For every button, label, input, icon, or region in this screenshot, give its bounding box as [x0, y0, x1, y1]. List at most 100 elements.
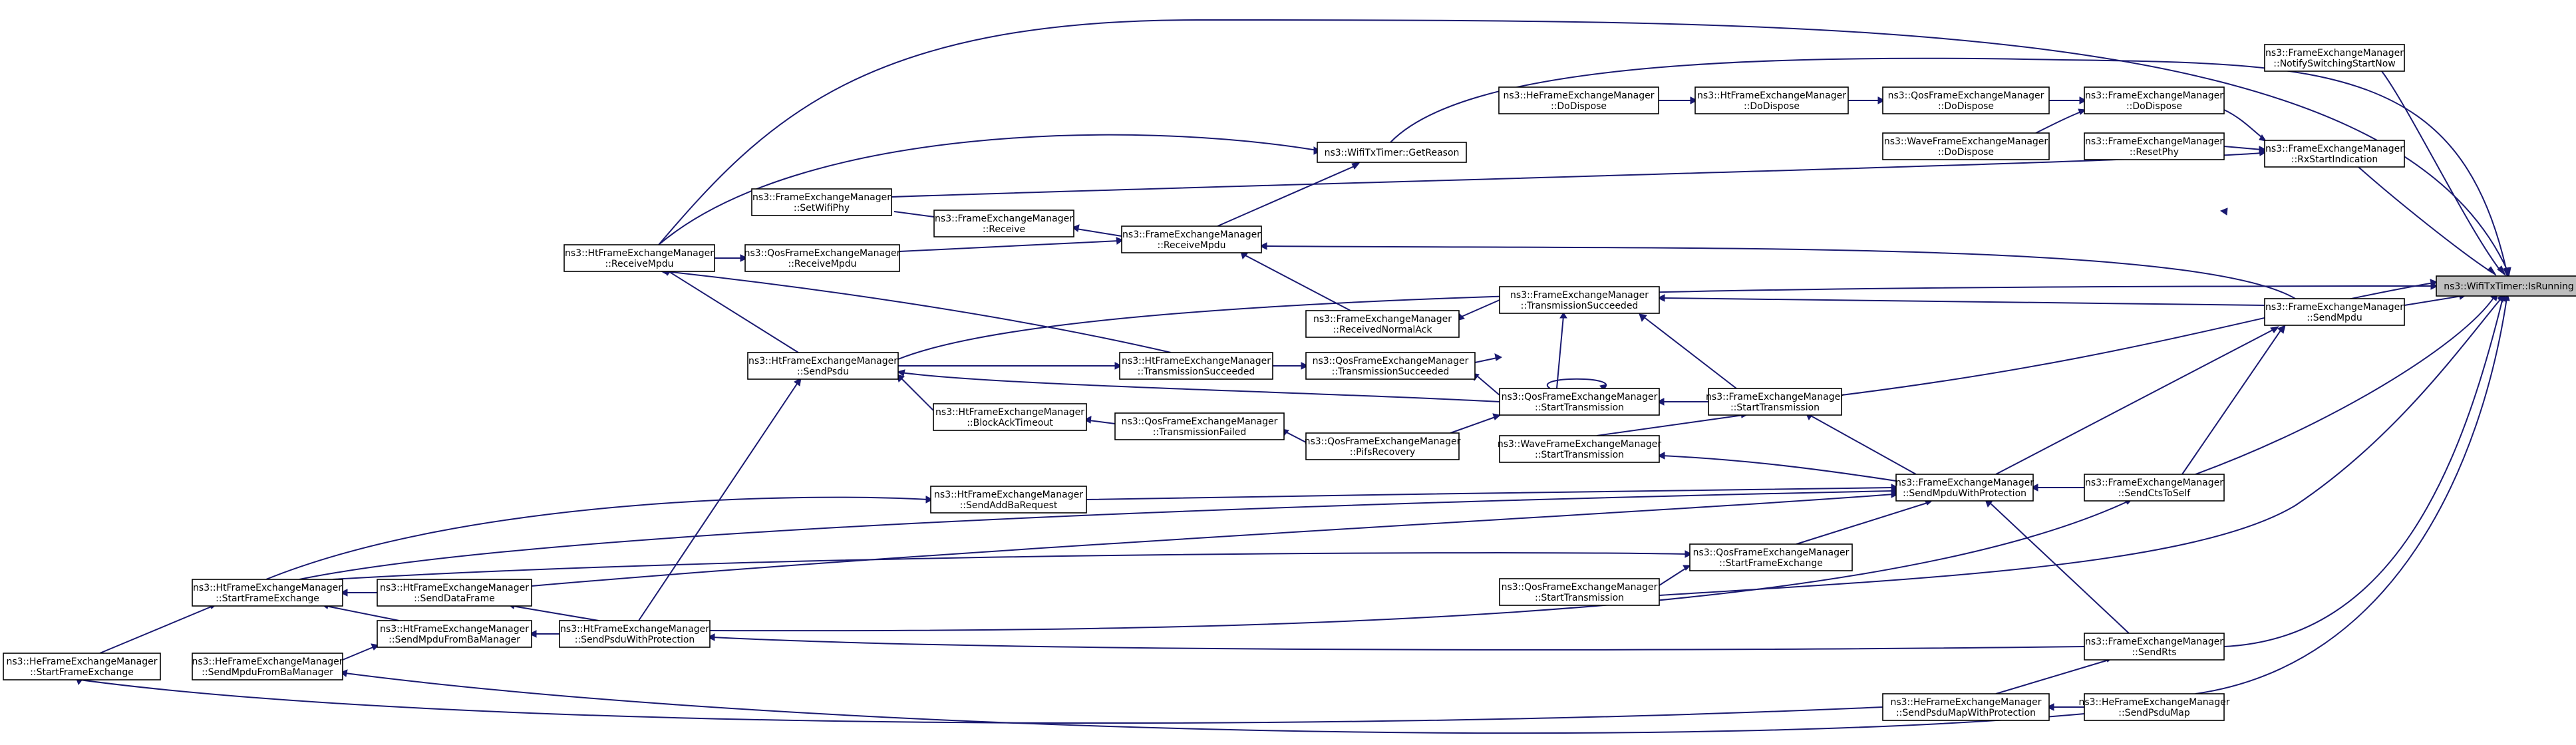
edge-he_sendpsdumap-to-he_sendmpdufromba: [339, 669, 2085, 734]
edge-line: [709, 500, 2130, 632]
node-fem-receive[interactable]: ns3::FrameExchangeManager::Receive: [933, 210, 1074, 237]
node-qos-txsucc[interactable]: ns3::QosFrameExchangeManager::Transmissi…: [1305, 352, 1476, 380]
node-qos-dodispose[interactable]: ns3::QosFrameExchangeManager::DoDispose: [1882, 86, 2050, 114]
node-qos-pifs[interactable]: ns3::QosFrameExchangeManager::PifsRecove…: [1305, 432, 1461, 460]
node-ht-sendpsduprot[interactable]: ns3::HtFrameExchangeManager::SendPsduWit…: [559, 620, 711, 648]
node-ht-receivempdu[interactable]: ns3::HtFrameExchangeManager::ReceiveMpdu: [564, 244, 715, 272]
node-box: [933, 403, 1087, 431]
node-fem-sendrts[interactable]: ns3::FrameExchangeManager::SendRts: [2084, 633, 2225, 661]
edge-ht_sendpsduprot-to-fem_sendcts: [709, 498, 2134, 632]
edge-line: [512, 605, 599, 621]
node-ht-txsucc[interactable]: ns3::HtFrameExchangeManager::Transmissio…: [1119, 352, 1273, 380]
node-box: [1499, 388, 1660, 416]
node-box: [2264, 298, 2405, 326]
node-ht-dodispose[interactable]: ns3::HtFrameExchangeManager::DoDispose: [1694, 86, 1849, 114]
node-ht-sendaddba[interactable]: ns3::HtFrameExchangeManager::SendAddBaRe…: [930, 486, 1087, 514]
node-box: [2264, 140, 2405, 168]
edge-line: [265, 496, 929, 580]
node-label-line: ns3::HtFrameExchangeManager: [380, 624, 529, 635]
arrowhead-icon: [2030, 484, 2038, 492]
arrowhead-icon: [1657, 452, 1665, 460]
node-wave-starttx[interactable]: ns3::WaveFrameExchangeManager::StartTran…: [1498, 435, 1662, 463]
node-qos-receivempdu[interactable]: ns3::QosFrameExchangeManager::ReceiveMpd…: [744, 244, 901, 272]
node-label-line: ns3::HtFrameExchangeManager: [1697, 90, 1846, 101]
arrowhead-icon: [339, 589, 348, 597]
arrowhead-icon: [1656, 398, 1665, 406]
edge-line: [899, 240, 1120, 252]
node-he-sendpsdumapprot[interactable]: ns3::HeFrameExchangeManager::SendPsduMap…: [1882, 693, 2050, 721]
node-label-line: ::SendPsduWithProtection: [575, 635, 695, 645]
node-label-line: ::SendCtsToSelf: [2118, 488, 2191, 499]
node-qos-starttx2[interactable]: ns3::QosFrameExchangeManager::StartTrans…: [1499, 578, 1660, 606]
arrowhead-icon: [2430, 279, 2438, 287]
node-ht-senddata[interactable]: ns3::HtFrameExchangeManager::SendDataFra…: [377, 579, 532, 607]
node-fem-sendmpdu[interactable]: ns3::FrameExchangeManager::SendMpdu: [2264, 298, 2405, 326]
edge-ht_startframe-to-fem_sendmpduprot: [299, 487, 1899, 580]
edge-he_sendpsdumapprot-to-he_startframe: [75, 676, 1883, 724]
node-fem-txsucc[interactable]: ns3::FrameExchangeManager::TransmissionS…: [1499, 286, 1660, 314]
node-fem-setwifiphy[interactable]: ns3::FrameExchangeManager::SetWifiPhy: [751, 188, 892, 216]
node-wave-dodispose[interactable]: ns3::WaveFrameExchangeManager::DoDispose: [1882, 132, 2050, 160]
node-fem-rxstart[interactable]: ns3::FrameExchangeManager::RxStartIndica…: [2264, 140, 2405, 168]
node-he-startframe[interactable]: ns3::HeFrameExchangeManager::StartFrameE…: [3, 653, 161, 680]
edge-he_startframe-to-ht_startframe: [99, 603, 218, 654]
edge-qos_starttx2-to-qos_startframe: [1659, 565, 1692, 586]
edge-line: [1450, 416, 1498, 434]
node-fem-sendcts[interactable]: ns3::FrameExchangeManager::SendCtsToSelf: [2084, 474, 2225, 502]
node-label-line: ::ReceivedNormalAck: [1333, 325, 1433, 335]
edge-ht_sendpsdu-to-root: [897, 282, 2439, 360]
node-label-line: ::BlockAckTimeout: [967, 418, 1053, 428]
node-ht-sendmpdufromba[interactable]: ns3::HtFrameExchangeManager::SendMpduFro…: [377, 620, 532, 648]
node-fem-dodispose[interactable]: ns3::FrameExchangeManager::DoDispose: [2084, 86, 2225, 114]
node-fem-receivempdu[interactable]: ns3::FrameExchangeManager::ReceiveMpdu: [1121, 225, 1262, 253]
node-he-sendpsdumap[interactable]: ns3::HeFrameExchangeManager::SendPsduMap: [2078, 693, 2230, 721]
edge-line: [1643, 316, 1737, 389]
node-label-line: ::ReceiveMpdu: [788, 259, 857, 269]
arrowhead-icon: [2259, 134, 2267, 142]
node-label-line: ns3::WaveFrameExchangeManager: [1884, 136, 2048, 147]
edge-line: [658, 19, 2509, 273]
edge-fem_sendmpduprot-to-fem_sendmpdu: [1995, 326, 2280, 475]
edge-line: [900, 372, 1500, 402]
node-label-line: ::Receive: [983, 224, 1025, 235]
node-fem-notify[interactable]: ns3::FrameExchangeManager::NotifySwitchi…: [2264, 44, 2405, 72]
edge-line: [1286, 432, 1307, 443]
edge-qos_dodispose-to-fem_dodispose: [2049, 96, 2088, 104]
node-ht-startframe[interactable]: ns3::HtFrameExchangeManager::StartFrameE…: [192, 579, 343, 607]
node-box: [1499, 578, 1660, 606]
arrowhead-icon: [707, 633, 715, 641]
node-ht-sendpsdu[interactable]: ns3::HtFrameExchangeManager::SendPsdu: [747, 352, 899, 380]
edge-fem_sendmpdu-to-fem_txsucc: [1657, 294, 2265, 306]
node-box: [747, 352, 899, 380]
arrowhead-icon: [1114, 362, 1123, 370]
node-root[interactable]: ns3::WifiTxTimer::IsRunning: [2436, 275, 2576, 297]
node-he-sendmpdufromba[interactable]: ns3::HeFrameExchangeManager::SendMpduFro…: [192, 653, 343, 680]
node-fem-rxnormalack[interactable]: ns3::FrameExchangeManager::ReceivedNorma…: [1305, 310, 1460, 338]
node-label-line: ns3::HtFrameExchangeManager: [560, 624, 709, 635]
edge-line: [668, 271, 799, 353]
edge-fem_starttx-to-root: [1841, 279, 2438, 396]
arrowhead-icon: [1690, 96, 1698, 104]
node-box: [1121, 225, 1262, 253]
node-qos-starttx[interactable]: ns3::QosFrameExchangeManager::StartTrans…: [1499, 388, 1660, 416]
node-getreason[interactable]: ns3::WifiTxTimer::GetReason: [1317, 142, 1467, 163]
node-ht-blockack[interactable]: ns3::HtFrameExchangeManager::BlockAckTim…: [933, 403, 1087, 431]
node-qos-txfailed[interactable]: ns3::QosFrameExchangeManager::Transmissi…: [1114, 412, 1285, 440]
node-label-line: ::TransmissionSucceeded: [1138, 367, 1255, 377]
edge-ht_receivempdu-to-root: [658, 19, 2511, 278]
node-fem-starttx[interactable]: ns3::FrameExchangeManager::StartTransmis…: [1706, 388, 1844, 416]
node-he-dodispose[interactable]: ns3::HeFrameExchangeManager::DoDispose: [1498, 86, 1659, 114]
node-label-line: ns3::FrameExchangeManager: [1122, 229, 1261, 240]
node-label-line: ns3::FrameExchangeManager: [2085, 478, 2223, 488]
node-fem-resetphy[interactable]: ns3::FrameExchangeManager::ResetPhy: [2084, 132, 2225, 160]
edge-qos_startframe-to-fem_sendmpduprot: [1796, 500, 1934, 545]
edge-fem_sendmpduprot-to-wave_starttx: [1657, 452, 1897, 482]
node-qos-startframe[interactable]: ns3::QosFrameExchangeManager::StartFrame…: [1689, 543, 1853, 571]
node-fem-sendmpduprot[interactable]: ns3::FrameExchangeManager::SendMpduWithP…: [1895, 474, 2034, 502]
node-label-line: ::StartTransmission: [1535, 402, 1624, 413]
edge-fem_sendmpdu-to-fem_receivempdu: [1259, 242, 2296, 299]
arrowhead-icon: [1083, 416, 1092, 424]
node-label-line: ::ResetPhy: [2130, 147, 2179, 158]
node-label-line: ::TransmissionSucceeded: [1332, 367, 1450, 377]
node-box: [933, 210, 1074, 237]
